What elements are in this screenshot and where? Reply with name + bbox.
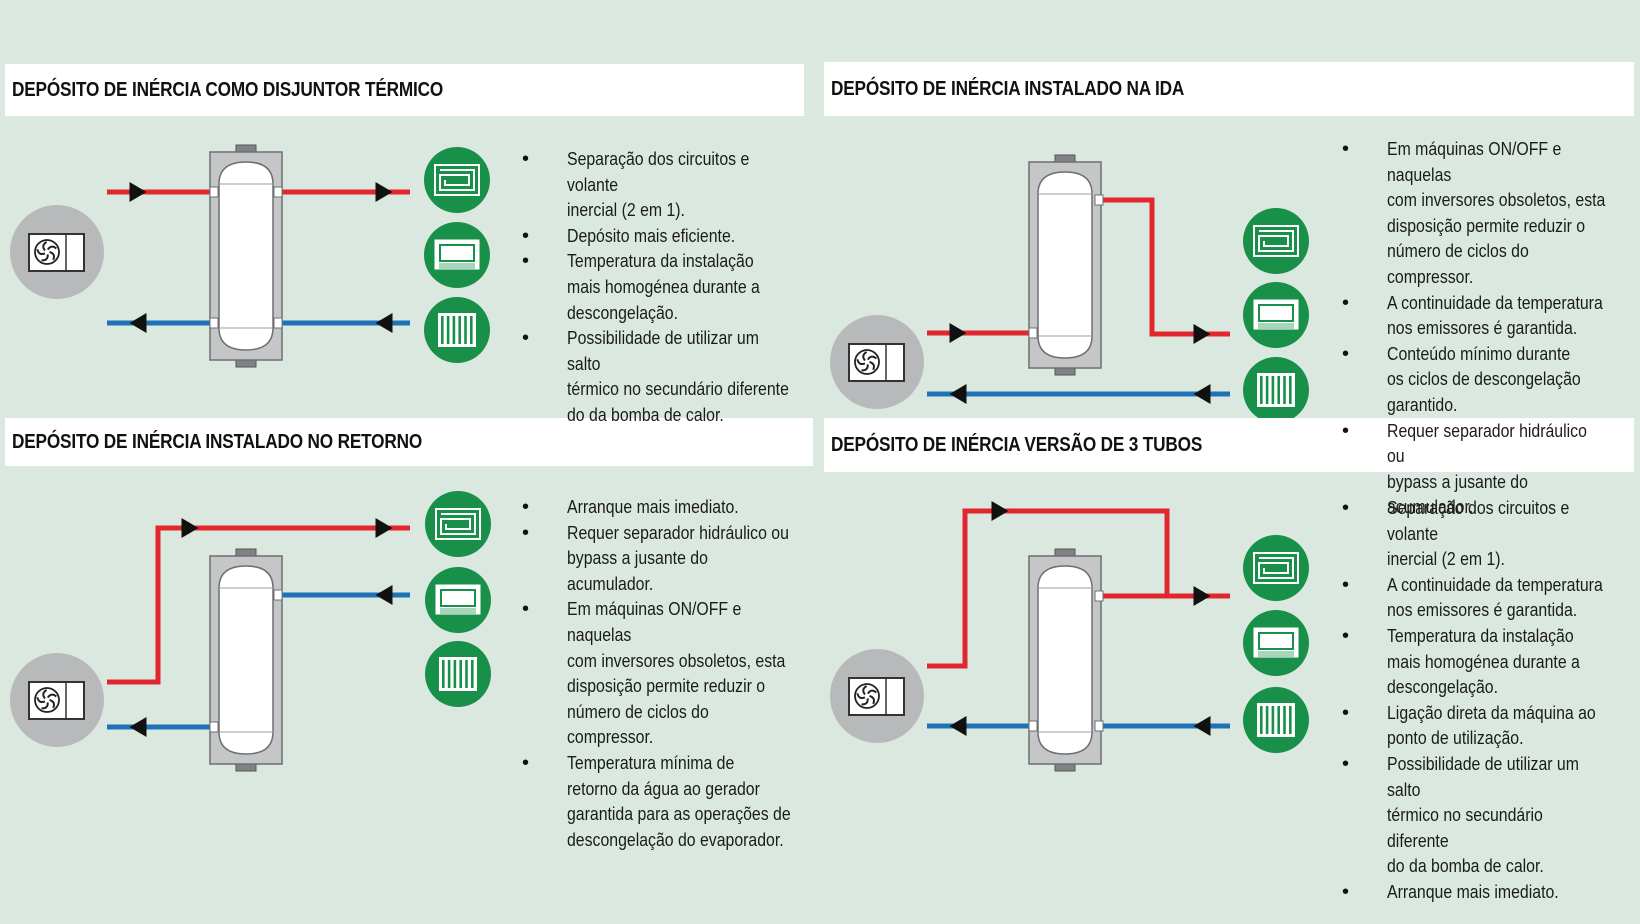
floor-heating-icon xyxy=(1243,535,1309,601)
flow-arrow-icon xyxy=(1193,384,1211,404)
tank-port xyxy=(1094,720,1104,732)
floor-heating-icon xyxy=(1243,208,1309,274)
list-item: Separação dos circuitos e volante inerci… xyxy=(522,147,822,224)
heat-pump xyxy=(10,653,104,747)
heat-pump-fan-icon xyxy=(34,687,60,713)
list-item: Em máquinas ON/OFF e naquelas com invers… xyxy=(522,597,822,751)
tank-port xyxy=(273,186,283,198)
floor-heating-icon xyxy=(425,491,491,557)
panel-title: DEPÓSITO DE INÉRCIA VERSÃO DE 3 TUBOS xyxy=(831,433,1203,456)
radiator-icon xyxy=(1243,687,1309,753)
heat-pump xyxy=(830,315,924,409)
flow-arrow-icon xyxy=(1193,324,1211,344)
tank-port xyxy=(1094,194,1104,206)
radiator-icon xyxy=(425,641,491,707)
flow-arrow-icon xyxy=(129,182,147,202)
flow-arrow-icon xyxy=(949,384,967,404)
fan-coil-icon xyxy=(425,567,491,633)
list-item: Requer separador hidráulico ou bypass a … xyxy=(522,521,822,598)
list-item: Arranque mais imediato. xyxy=(522,495,822,521)
bullet-list-three-pipe: Separação dos circuitos e volante inerci… xyxy=(1342,496,1638,906)
heat-pump xyxy=(10,205,104,299)
fan-coil-icon xyxy=(1243,282,1309,348)
tank-port xyxy=(273,317,283,329)
bullet-list-return: Arranque mais imediato. Requer separador… xyxy=(522,495,822,853)
list-item: Temperatura mínima de retorno da água ao… xyxy=(522,751,822,853)
list-item: Depósito mais eficiente. xyxy=(522,224,822,250)
fan-coil-icon xyxy=(1243,610,1309,676)
flow-arrow-icon xyxy=(991,501,1009,521)
tank-port xyxy=(209,721,219,733)
bullet-list-supply: Em máquinas ON/OFF e naquelas com invers… xyxy=(1342,137,1638,521)
panel-header-return: DEPÓSITO DE INÉRCIA INSTALADO NO RETORNO xyxy=(5,418,813,466)
inertia-tank xyxy=(1028,548,1102,772)
flow-arrow-icon xyxy=(129,313,147,333)
hot-pipe xyxy=(927,508,1230,669)
flow-arrow-icon xyxy=(1193,586,1211,606)
flow-arrow-icon xyxy=(375,585,393,605)
flow-arrow-icon xyxy=(375,518,393,538)
flow-arrow-icon xyxy=(181,518,199,538)
tank-port xyxy=(1094,590,1104,602)
flow-arrow-icon xyxy=(375,182,393,202)
panel-header-thermal-breaker: DEPÓSITO DE INÉRCIA COMO DISJUNTOR TÉRMI… xyxy=(5,64,804,116)
list-item: A continuidade da temperatura nos emisso… xyxy=(1342,573,1638,624)
list-item: Temperatura da instalação mais homogénea… xyxy=(522,249,822,326)
flow-arrow-icon xyxy=(1193,716,1211,736)
hot-pipe xyxy=(1099,197,1230,337)
bullet-list-thermal-breaker: Separação dos circuitos e volante inerci… xyxy=(522,147,822,429)
heat-pump-fan-icon xyxy=(34,239,60,265)
list-item: Possibilidade de utilizar um salto térmi… xyxy=(522,326,822,428)
radiator-icon xyxy=(1243,357,1309,423)
inertia-tank xyxy=(1028,154,1102,376)
panel-header-supply: DEPÓSITO DE INÉRCIA INSTALADO NA IDA xyxy=(824,62,1634,116)
floor-heating-icon xyxy=(424,147,490,213)
panel-title: DEPÓSITO DE INÉRCIA INSTALADO NA IDA xyxy=(831,77,1185,100)
fan-coil-icon xyxy=(424,222,490,288)
list-item: Separação dos circuitos e volante inerci… xyxy=(1342,496,1638,573)
list-item: Arranque mais imediato. xyxy=(1342,880,1638,906)
list-item: Conteúdo mínimo durante os ciclos de des… xyxy=(1342,342,1638,419)
tank-port xyxy=(1028,720,1038,732)
flow-arrow-icon xyxy=(375,313,393,333)
panel-title: DEPÓSITO DE INÉRCIA INSTALADO NO RETORNO xyxy=(12,430,423,453)
tank-port xyxy=(209,186,219,198)
heat-pump-fan-icon xyxy=(854,349,880,375)
list-item: Ligação direta da máquina ao ponto de ut… xyxy=(1342,701,1638,752)
inertia-tank xyxy=(209,548,283,772)
radiator-icon xyxy=(424,297,490,363)
flow-arrow-icon xyxy=(129,717,147,737)
heat-pump-fan-icon xyxy=(854,683,880,709)
list-item: Em máquinas ON/OFF e naquelas com invers… xyxy=(1342,137,1638,291)
list-item: A continuidade da temperatura nos emisso… xyxy=(1342,291,1638,342)
tank-port xyxy=(1028,327,1038,339)
flow-arrow-icon xyxy=(949,323,967,343)
heat-pump xyxy=(830,649,924,743)
inertia-tank xyxy=(209,144,283,368)
tank-port xyxy=(209,317,219,329)
hot-pipe xyxy=(107,525,410,685)
tank-port xyxy=(273,589,283,601)
list-item: Temperatura da instalação mais homogénea… xyxy=(1342,624,1638,701)
flow-arrow-icon xyxy=(949,716,967,736)
list-item: Possibilidade de utilizar um salto térmi… xyxy=(1342,752,1638,880)
panel-title: DEPÓSITO DE INÉRCIA COMO DISJUNTOR TÉRMI… xyxy=(12,78,444,101)
